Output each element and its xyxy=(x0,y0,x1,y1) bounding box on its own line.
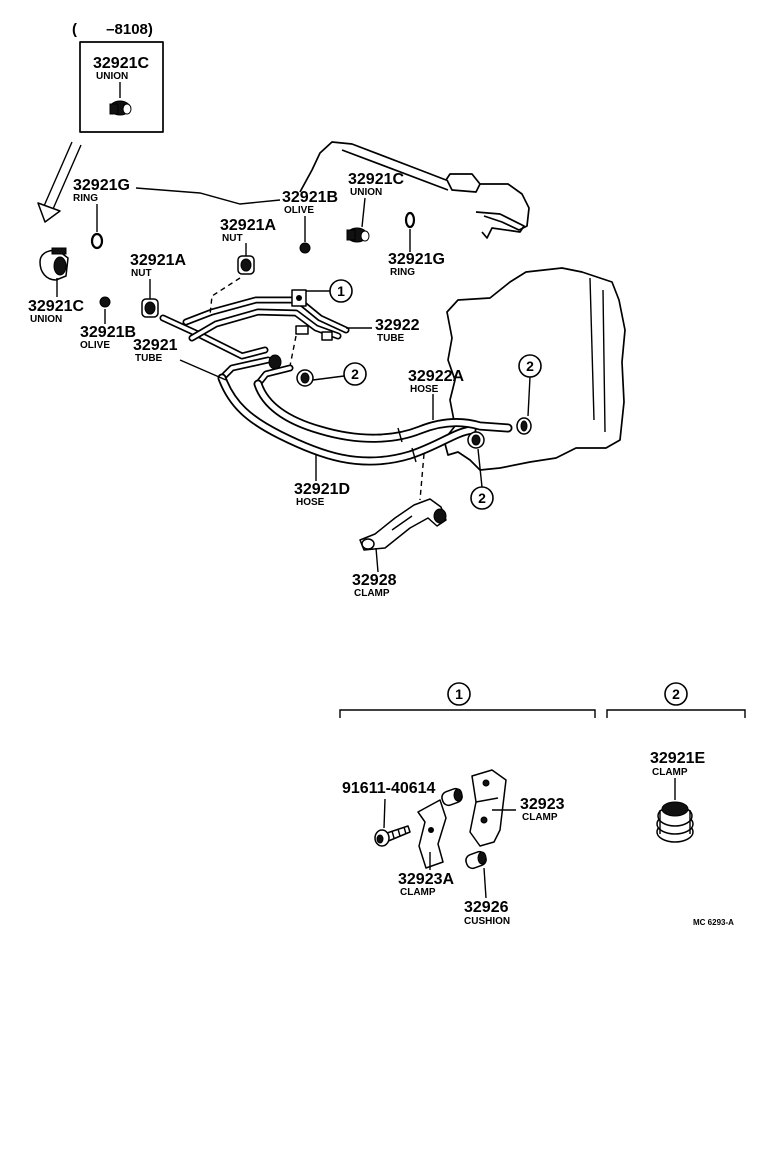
hose-upper-part-number: 32922A xyxy=(408,368,464,385)
clamp-32921e-part-number: 32921E xyxy=(650,750,705,767)
tube-secondary-part-number: 32922 xyxy=(375,317,420,334)
hose-32922a xyxy=(253,379,513,443)
hose-lower-part-name: HOSE xyxy=(296,497,325,508)
olive-top-icon xyxy=(299,242,311,254)
callout-2-upper: 2 xyxy=(343,362,367,386)
clamp-group-1-on-tube xyxy=(291,289,307,307)
clamp-2-hose-end xyxy=(467,431,485,449)
union-left-icon xyxy=(39,247,69,281)
clamp-32923-part-name: CLAMP xyxy=(522,812,558,823)
group-1-header: 1 xyxy=(339,682,596,718)
union-left-part-name: UNION xyxy=(30,314,62,325)
group-2-header: 2 xyxy=(606,682,746,718)
olive-top-part-name: OLIVE xyxy=(284,205,314,216)
callout-2-right: 2 xyxy=(518,354,542,378)
tube-main-part-number: 32921 xyxy=(133,337,178,354)
ring-right-icon xyxy=(404,211,416,229)
clamp-2-right xyxy=(516,417,532,435)
inset-pointer-arrow xyxy=(37,141,82,223)
cushion-upper-icon xyxy=(441,787,463,807)
union-top-part-name: UNION xyxy=(350,187,382,198)
clamp-32928-icon xyxy=(359,498,447,551)
olive-left-part-number: 32921B xyxy=(80,324,136,341)
union-top-icon xyxy=(346,227,370,243)
transmission-outline xyxy=(443,267,626,471)
applicability-range: ( –8108) xyxy=(72,21,153,38)
ring-left-part-name: RING xyxy=(73,193,98,204)
callout-1-tube-clamp: 1 xyxy=(329,279,353,303)
clamp-32923a-icon xyxy=(417,799,447,869)
nut-left-icon xyxy=(141,298,159,318)
tube-main-part-name: TUBE xyxy=(135,353,163,364)
union-top-part-number: 32921C xyxy=(348,171,404,188)
nut-left-part-number: 32921A xyxy=(130,252,186,269)
clamp-32923-part-number: 32923 xyxy=(520,796,565,813)
callout-1-text: 1 xyxy=(337,283,345,299)
ring-left-part-number: 32921G xyxy=(73,177,130,194)
group-2-callout: 2 xyxy=(672,686,680,702)
inset-part-name: UNION xyxy=(96,71,128,82)
clamp-bracket-part-name: CLAMP xyxy=(354,588,390,599)
group-1-callout: 1 xyxy=(455,686,463,702)
nut-center-assembly-line xyxy=(209,277,241,316)
cushion-lower-icon xyxy=(465,850,487,870)
olive-left-part-name: OLIVE xyxy=(80,340,110,351)
tube-32921 xyxy=(159,296,350,360)
callout-2-lower: 2 xyxy=(470,486,494,510)
ring-left-icon xyxy=(90,232,104,250)
tube-secondary-part-name: TUBE xyxy=(377,333,405,344)
clamp-32923-bracket-icon xyxy=(469,769,507,847)
ring-right-part-number: 32921G xyxy=(388,251,445,268)
lower-leader-lines xyxy=(383,778,676,899)
ring-right-part-name: RING xyxy=(390,267,415,278)
illustration-code: MC 6293-A xyxy=(693,918,734,927)
nut-left-part-name: NUT xyxy=(131,268,152,279)
bolt-part-number: 91611-40614 xyxy=(342,780,436,797)
union-left-part-number: 32921C xyxy=(28,298,84,315)
inset-union-icon xyxy=(109,100,132,116)
inset-part-number: 32921C xyxy=(93,55,149,72)
hose-upper-part-name: HOSE xyxy=(410,384,439,395)
tube-nut-fitting xyxy=(268,354,282,370)
hose-lower-part-number: 32921D xyxy=(294,481,350,498)
engine-outline xyxy=(299,141,530,239)
nut-center-part-number: 32921A xyxy=(220,217,276,234)
cushion-part-number: 32926 xyxy=(464,899,509,916)
hose-32921d xyxy=(217,373,477,466)
clamp-bracket-part-number: 32928 xyxy=(352,572,397,589)
leader-lines xyxy=(56,187,531,573)
clamp-2-assembly-line xyxy=(289,335,297,367)
callout-2-lower-text: 2 xyxy=(478,490,486,506)
callout-2-upper-text: 2 xyxy=(351,366,359,382)
olive-top-part-number: 32921B xyxy=(282,189,338,206)
clamp-2-upper xyxy=(296,369,314,387)
nut-center-part-name: NUT xyxy=(222,233,243,244)
inset-box xyxy=(79,41,164,133)
tube-end-fitting xyxy=(295,325,333,341)
callout-2-right-text: 2 xyxy=(526,358,534,374)
clamp-32921e-icon xyxy=(656,801,694,843)
cushion-part-name: CUSHION xyxy=(464,916,510,927)
bolt-icon xyxy=(374,825,411,847)
nut-center-icon xyxy=(237,255,255,275)
clamp-32923a-part-number: 32923A xyxy=(398,871,454,888)
clamp-32923a-part-name: CLAMP xyxy=(400,887,436,898)
clamp-32921e-part-name: CLAMP xyxy=(652,767,688,778)
clamp-32928-assembly-line xyxy=(419,453,425,501)
olive-left-icon xyxy=(99,296,111,308)
